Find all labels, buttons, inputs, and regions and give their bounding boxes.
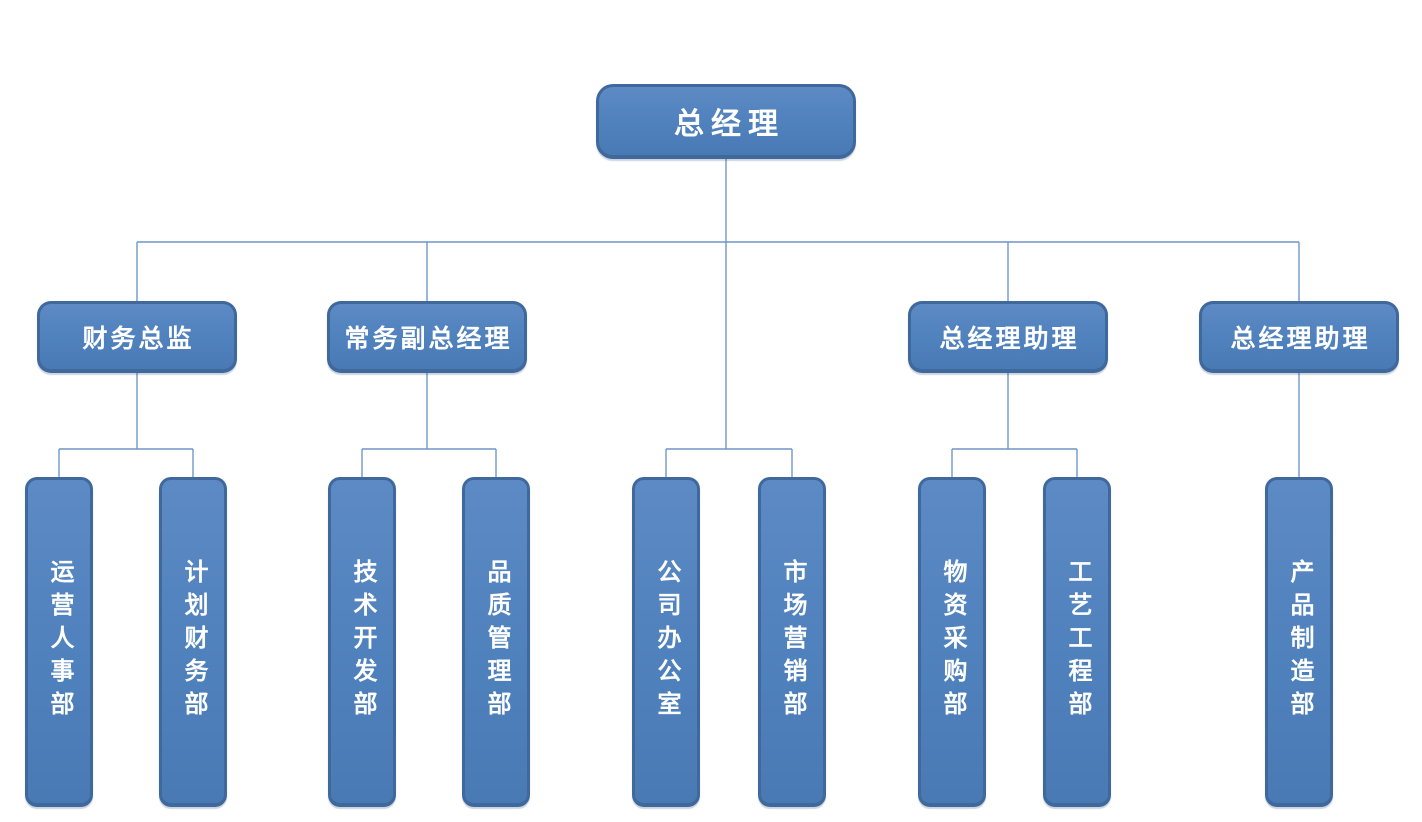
node-dept-company-office-label: 公司办公室 (653, 559, 679, 724)
node-dept-tech-development: 技术开发部 (328, 477, 396, 807)
node-dept-tech-development-label: 技术开发部 (349, 559, 375, 724)
node-dept-process-engineering: 工艺工程部 (1043, 477, 1111, 807)
node-dept-process-engineering-label: 工艺工程部 (1064, 559, 1090, 724)
node-finance-director: 财务总监 (37, 301, 237, 373)
node-general-manager-label: 总经理 (674, 108, 785, 141)
node-deputy-general-manager: 常务副总经理 (327, 301, 527, 373)
node-dept-planning-finance-label: 计划财务部 (180, 559, 206, 724)
node-dept-operations-hr: 运营人事部 (25, 477, 93, 807)
node-dept-product-manufacturing: 产品制造部 (1265, 477, 1333, 807)
node-gm-assistant-1-label: 总经理助理 (939, 325, 1080, 353)
node-finance-director-label: 财务总监 (82, 325, 195, 353)
node-dept-product-manufacturing-label: 产品制造部 (1286, 559, 1312, 724)
node-dept-planning-finance: 计划财务部 (159, 477, 227, 807)
node-dept-materials-procurement: 物资采购部 (918, 477, 986, 807)
node-dept-operations-hr-label: 运营人事部 (46, 559, 72, 724)
node-dept-marketing-label: 市场营销部 (779, 559, 805, 724)
node-gm-assistant-1: 总经理助理 (908, 301, 1108, 373)
node-gm-assistant-2: 总经理助理 (1199, 301, 1399, 373)
node-deputy-general-manager-label: 常务副总经理 (344, 325, 513, 353)
node-gm-assistant-2-label: 总经理助理 (1230, 325, 1371, 353)
node-dept-quality-management: 品质管理部 (462, 477, 530, 807)
node-dept-materials-procurement-label: 物资采购部 (939, 559, 965, 724)
node-dept-quality-management-label: 品质管理部 (483, 559, 509, 724)
node-general-manager: 总经理 (596, 84, 856, 159)
node-dept-company-office: 公司办公室 (632, 477, 700, 807)
node-dept-marketing: 市场营销部 (758, 477, 826, 807)
